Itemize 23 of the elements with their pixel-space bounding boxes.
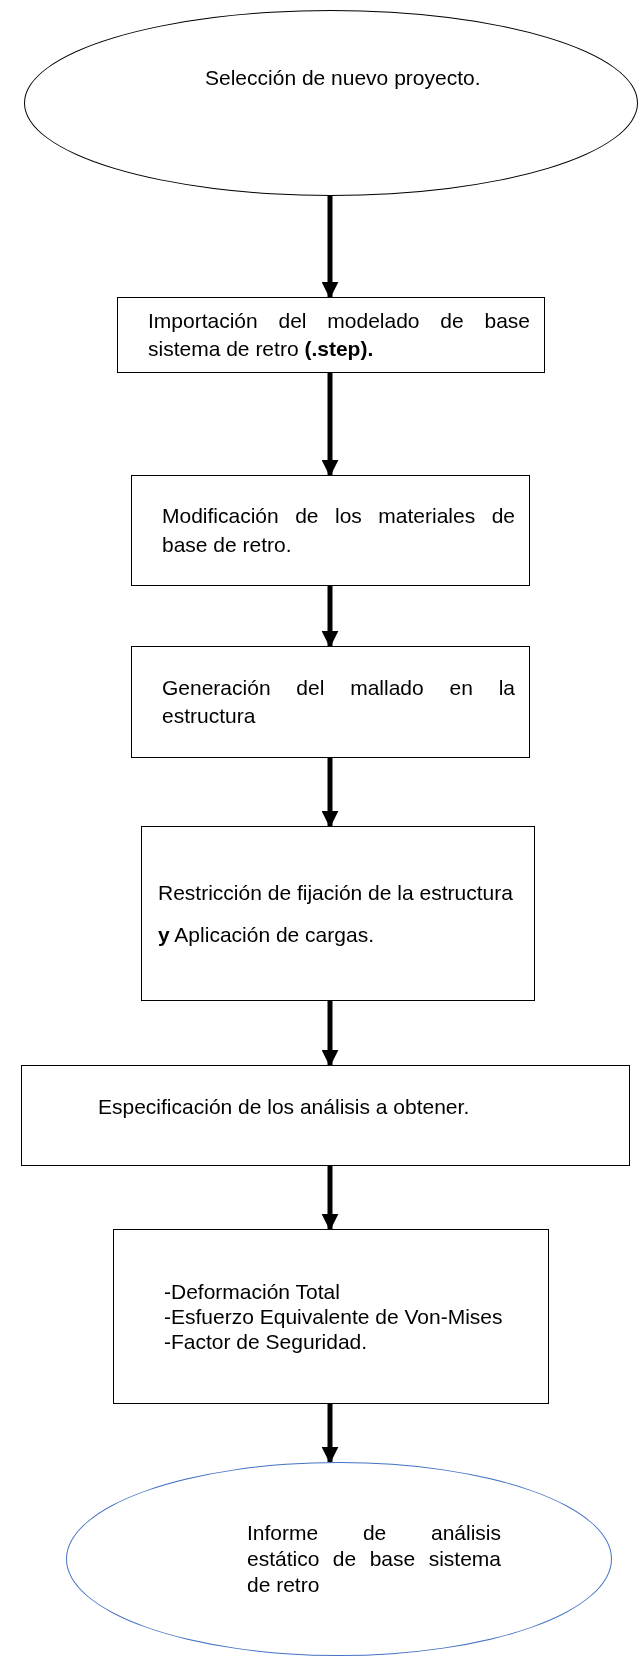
- box-text: Importación del modelado de base sistema de retro (.step).: [148, 307, 530, 362]
- arrow: [321, 196, 339, 299]
- box-text: -Deformación Total: [164, 1278, 341, 1304]
- arrow: [321, 758, 339, 828]
- box-text: -Esfuerzo Equivalente de Von-Mises: [164, 1303, 504, 1330]
- process-box: [141, 826, 535, 1001]
- process-box: [113, 1229, 549, 1404]
- process-box: [21, 1065, 630, 1166]
- arrow: [321, 1166, 339, 1231]
- box-text: Generación del mallado en la estructura: [162, 674, 515, 729]
- process-box: [131, 475, 530, 586]
- box-text: Restricción de fijación de la estructura y Aplicación de cargas.: [158, 879, 514, 948]
- process-box: [131, 646, 530, 758]
- arrow: [321, 373, 339, 477]
- box-text: Selección de nuevo proyecto.: [205, 64, 482, 91]
- box-text: -Factor de Seguridad.: [164, 1329, 369, 1355]
- box-text: Informe de análisis estático de base sistema de retro: [247, 1519, 501, 1599]
- box-text: Modificación de los materiales de base de retro.: [162, 503, 515, 558]
- arrow: [321, 586, 339, 648]
- process-box: [117, 297, 545, 373]
- arrow: [321, 1404, 339, 1464]
- box-text: Especificación de los análisis a obtener.: [98, 1094, 471, 1121]
- arrow: [321, 1001, 339, 1067]
